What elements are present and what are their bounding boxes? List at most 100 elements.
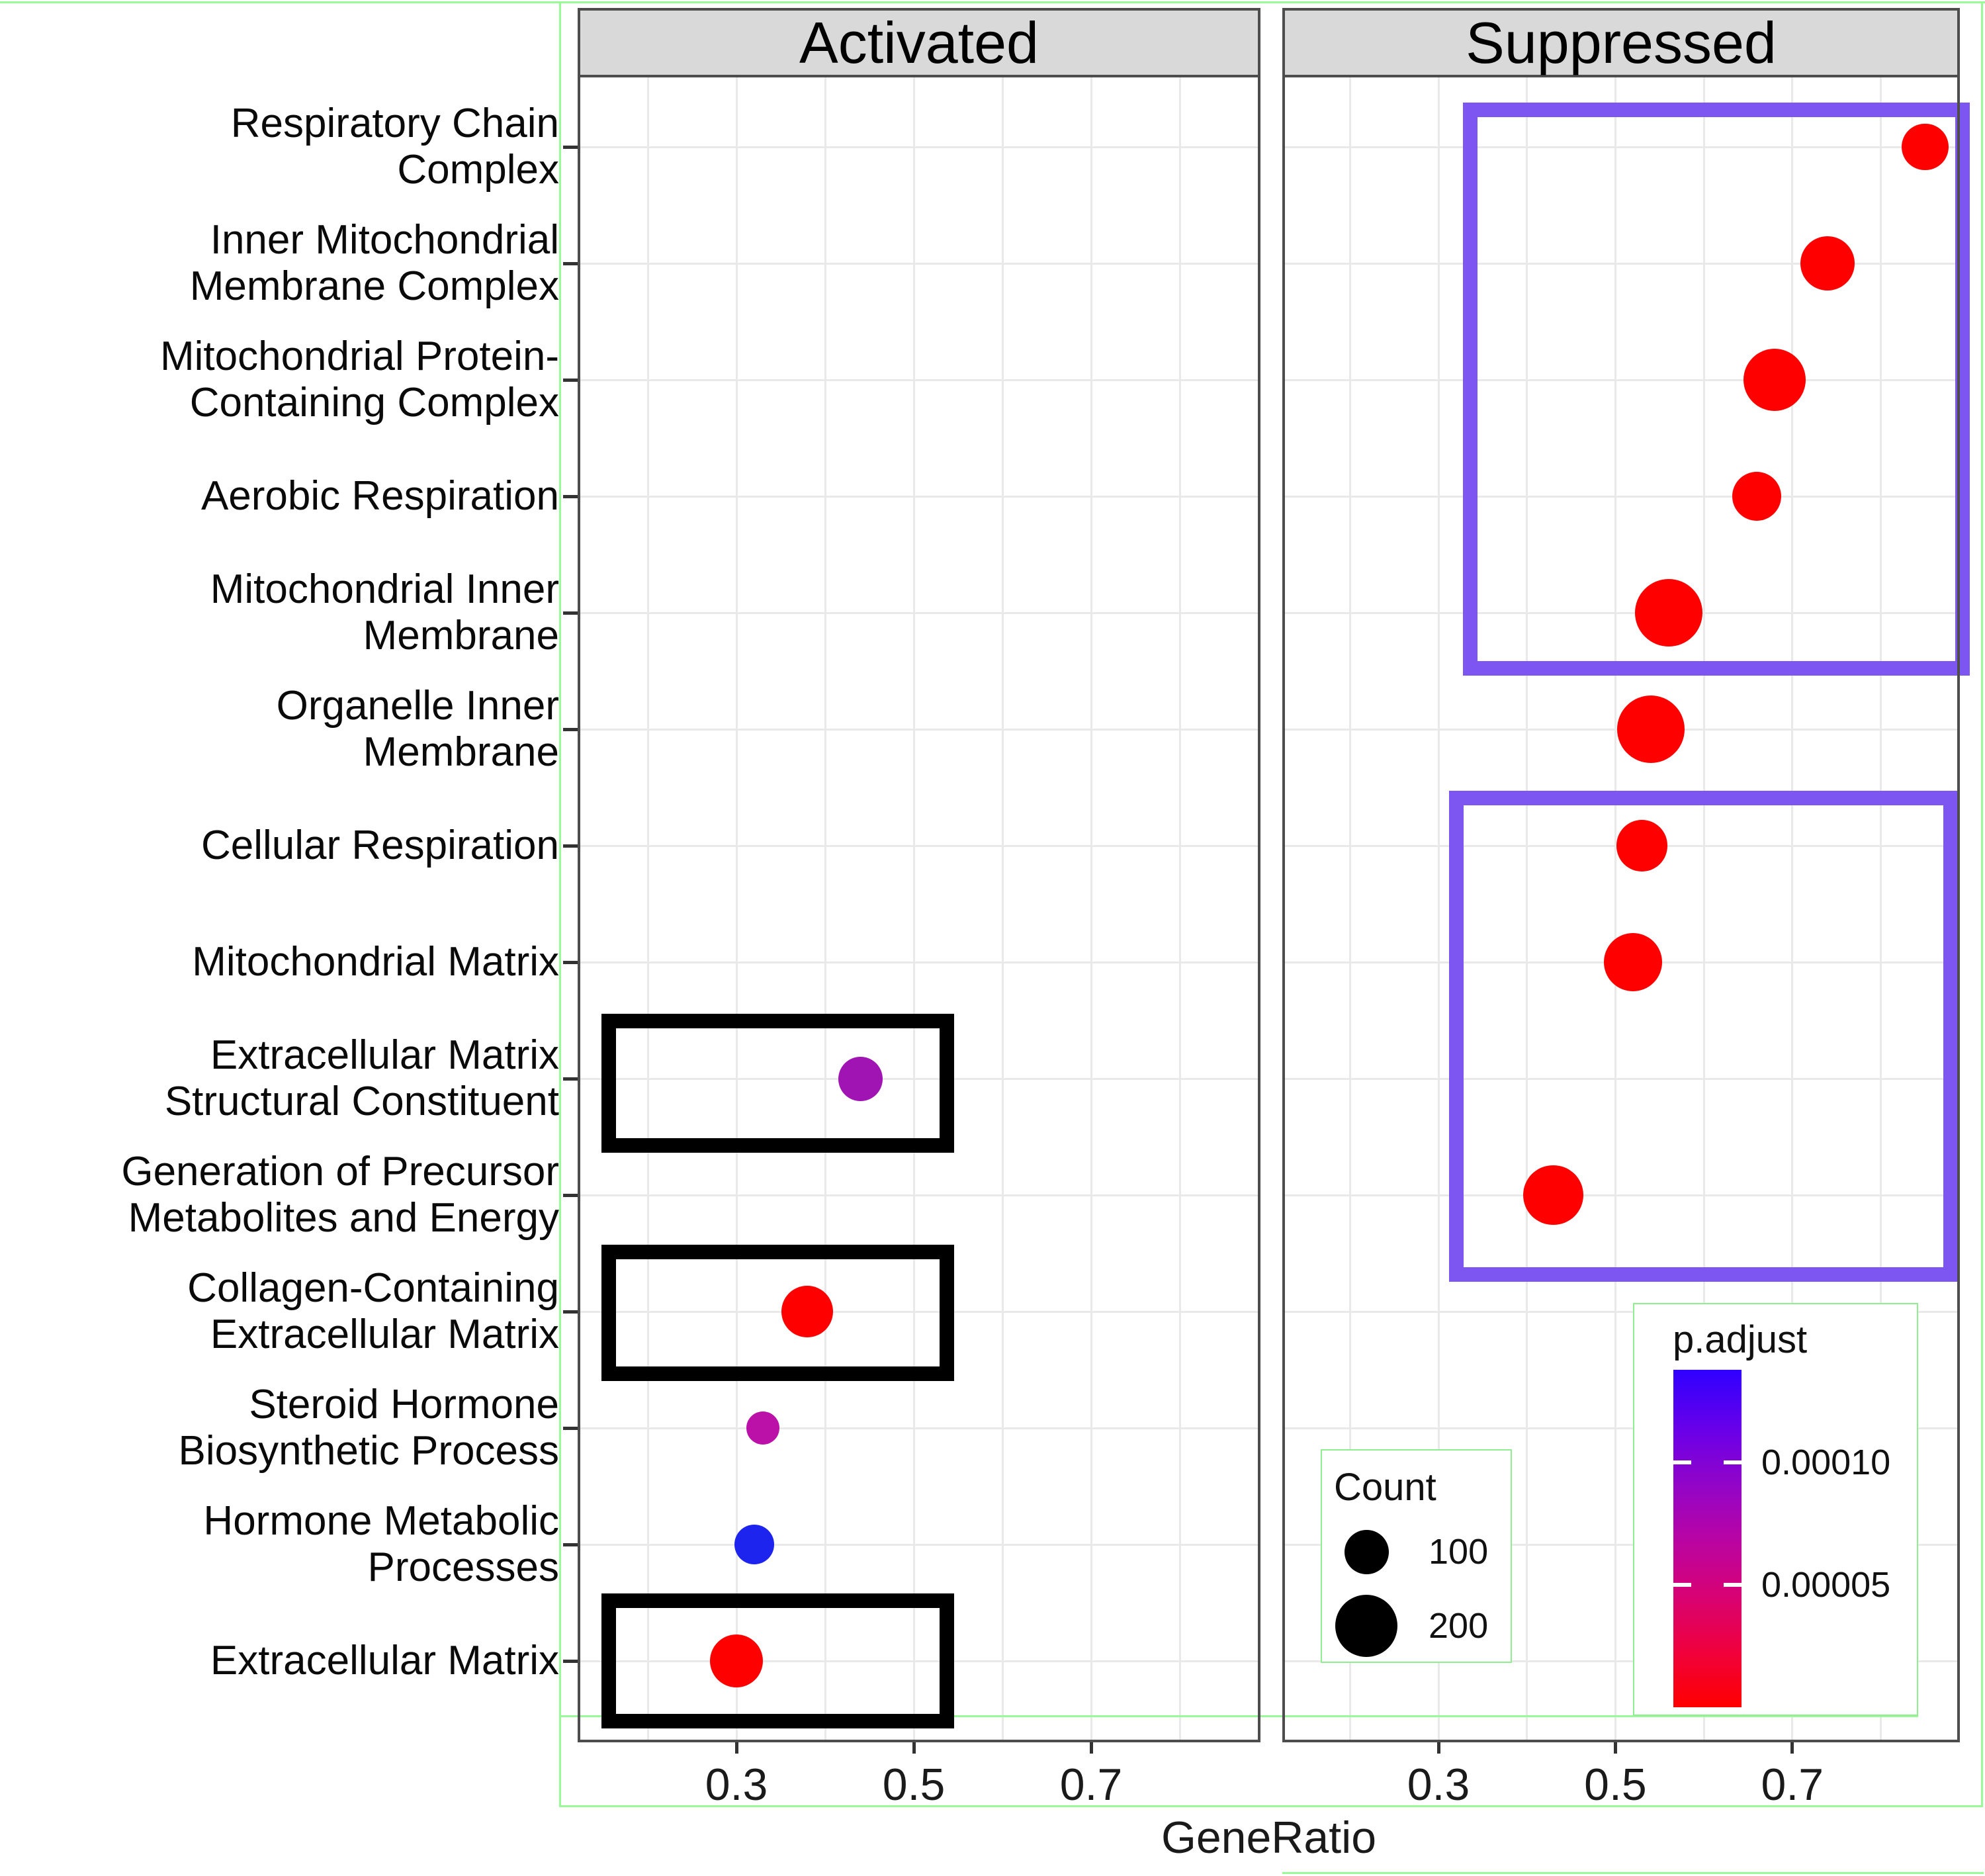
highlight-box-activated	[601, 1014, 954, 1153]
gridline-horizontal	[578, 146, 1260, 148]
x-axis-tick	[1089, 1742, 1093, 1754]
data-point	[1800, 236, 1855, 291]
gridline-vertical	[824, 77, 826, 1742]
y-axis-label: Cellular Respiration	[200, 823, 559, 868]
x-axis-tick-label: 0.7	[1059, 1760, 1123, 1810]
y-axis-label: Extracellular Matrix	[210, 1638, 559, 1683]
padjust-tick-label: 0.00005	[1761, 1565, 1891, 1605]
y-axis-tick	[563, 145, 578, 149]
gridline-horizontal	[1282, 1194, 1960, 1196]
padjust-tick-label: 0.00010	[1761, 1443, 1891, 1482]
count-legend-value: 100	[1429, 1532, 1489, 1572]
gridline-vertical	[1791, 77, 1794, 1742]
gridline-horizontal	[578, 961, 1260, 963]
count-legend-value: 200	[1429, 1606, 1489, 1646]
gridline-vertical	[1348, 77, 1351, 1742]
gridline-horizontal	[1282, 146, 1960, 148]
gridline-horizontal	[1282, 379, 1960, 381]
facet-label-suppressed: Suppressed	[1466, 9, 1777, 75]
y-axis-tick	[563, 844, 578, 848]
data-point	[1523, 1165, 1584, 1226]
data-point	[1616, 820, 1668, 871]
x-axis-tick-label: 0.5	[1584, 1760, 1647, 1810]
gridline-horizontal	[1282, 1310, 1960, 1313]
y-axis-tick	[563, 1426, 578, 1430]
y-axis-tick	[563, 1659, 578, 1663]
data-point	[1901, 123, 1949, 171]
x-axis-tick	[1436, 1742, 1440, 1754]
gridline-horizontal	[578, 1310, 1260, 1313]
y-axis-tick	[563, 611, 578, 615]
gridline-horizontal	[578, 728, 1260, 731]
y-axis-tick	[563, 261, 578, 265]
data-point	[781, 1286, 834, 1337]
gridline-vertical	[1702, 77, 1705, 1742]
y-axis-tick	[563, 1193, 578, 1197]
x-axis-tick-label: 0.3	[1407, 1760, 1470, 1810]
gridline-horizontal	[1282, 611, 1960, 614]
x-axis-tick-label: 0.3	[705, 1760, 768, 1810]
gridline-vertical	[1437, 77, 1440, 1742]
data-point	[1616, 695, 1685, 764]
gridline-horizontal	[1282, 1077, 1960, 1080]
facet-strip-suppressed: Suppressed	[1282, 8, 1960, 77]
y-axis-tick	[563, 1542, 578, 1546]
gridline-horizontal	[1282, 495, 1960, 498]
y-axis-label: Mitochondrial Matrix	[192, 939, 559, 985]
y-axis-tick	[563, 494, 578, 498]
padjust-legend: p.adjust 0.00010 0.00005	[1633, 1303, 1918, 1716]
count-legend: Count 100 200	[1321, 1449, 1512, 1663]
gridline-horizontal	[578, 1660, 1260, 1662]
gridline-vertical	[1614, 77, 1616, 1742]
padjust-gradient-bar	[1673, 1370, 1742, 1707]
gridline-horizontal	[1282, 1543, 1960, 1546]
data-point	[1634, 578, 1702, 647]
gridline-horizontal	[578, 611, 1260, 614]
gridline-horizontal	[578, 1077, 1260, 1080]
gridline-horizontal	[578, 495, 1260, 498]
artifact-bottom-line	[1282, 1872, 1984, 1874]
gridline-vertical	[1001, 77, 1004, 1742]
count-legend-circle	[1335, 1594, 1398, 1658]
y-axis-tick	[563, 378, 578, 382]
count-legend-title: Count	[1334, 1466, 1436, 1509]
data-point	[838, 1056, 883, 1101]
padjust-legend-title: p.adjust	[1673, 1318, 1808, 1361]
gridline-horizontal	[1282, 262, 1960, 265]
y-axis-tick	[563, 727, 578, 731]
padjust-tick-left	[1673, 1583, 1691, 1587]
data-point	[1732, 471, 1782, 521]
artifact-mid-line	[559, 1715, 1918, 1717]
gridline-vertical	[1880, 77, 1882, 1742]
facet-strip-activated: Activated	[578, 8, 1260, 77]
x-axis-tick	[912, 1742, 916, 1754]
gridline-horizontal	[578, 844, 1260, 847]
x-axis-tick-label: 0.5	[882, 1760, 946, 1810]
facet-label-activated: Activated	[799, 9, 1039, 75]
data-point	[1743, 348, 1806, 412]
x-axis-tick-label: 0.7	[1761, 1760, 1824, 1810]
highlight-box-activated	[601, 1245, 954, 1381]
gridline-horizontal	[578, 1543, 1260, 1546]
gridline-horizontal	[578, 379, 1260, 381]
y-axis-tick	[563, 1077, 578, 1081]
x-axis-tick	[734, 1742, 738, 1754]
artifact-big-rect	[559, 1, 1983, 1807]
gridline-vertical	[1526, 77, 1528, 1742]
x-axis-title: GeneRatio	[1161, 1812, 1377, 1863]
data-point	[746, 1411, 780, 1445]
padjust-tick-left	[1673, 1460, 1691, 1464]
data-point	[734, 1525, 774, 1564]
gridline-horizontal	[578, 262, 1260, 265]
y-axis-tick	[563, 1310, 578, 1314]
gridline-vertical	[735, 77, 738, 1742]
